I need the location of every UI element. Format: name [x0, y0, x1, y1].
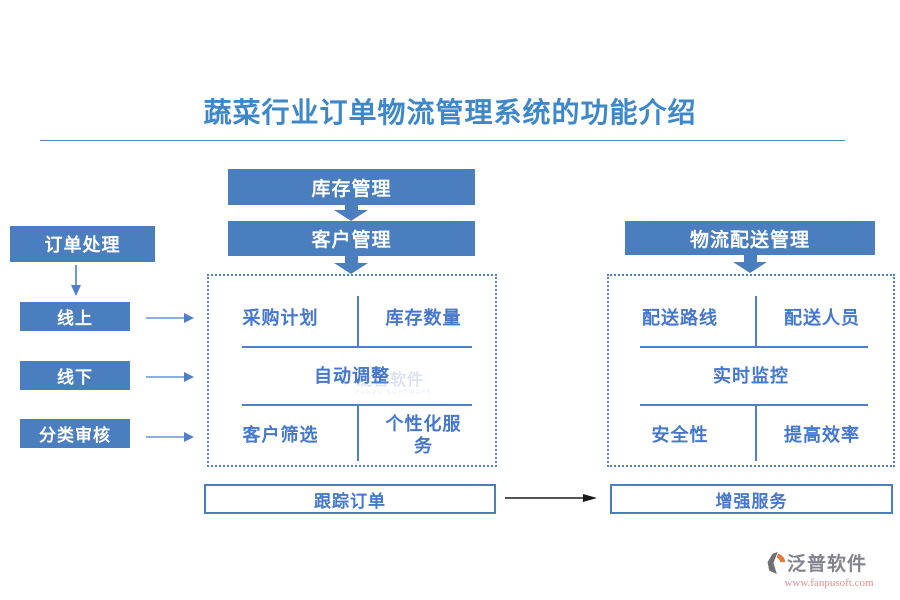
divider [640, 346, 868, 348]
down-block-arrow-icon [733, 255, 767, 273]
page-title: 蔬菜行业订单物流管理系统的功能介绍 [203, 97, 697, 128]
track-order-box: 跟踪订单 [204, 484, 496, 514]
brand-name: 泛普软件 [787, 554, 868, 575]
cell-delivery-route: 配送路线 [642, 307, 718, 328]
online-box: 线上 [20, 302, 130, 331]
title-underline [40, 140, 845, 141]
black-right-arrow-icon [505, 494, 597, 502]
right-arrow-icon [146, 313, 194, 323]
inventory-management-box: 库存管理 [228, 169, 475, 205]
classify-review-box: 分类审核 [20, 419, 130, 448]
down-arrow-icon [71, 265, 81, 296]
divider [242, 346, 472, 348]
right-arrow-icon [146, 432, 194, 442]
logistics-delivery-box: 物流配送管理 [625, 221, 875, 255]
order-processing-box: 订单处理 [10, 226, 155, 262]
divider [755, 406, 757, 461]
divider [357, 406, 359, 461]
right-arrow-icon [146, 372, 194, 382]
watermark-subtext: FANPU SOFTWARE [356, 390, 433, 396]
customer-management-box: 客户管理 [228, 221, 475, 256]
cell-auto-adjust: 自动调整 [314, 365, 390, 386]
divider [357, 296, 359, 346]
footer-brand: 泛普软件 www.fanpusoft.com [765, 549, 895, 589]
cell-safety: 安全性 [651, 424, 709, 445]
down-block-arrow-icon [334, 204, 368, 221]
delivery-detail-panel: 配送路线 配送人员 实时监控 安全性 提高效率 [607, 274, 895, 467]
fanpu-logo-icon [338, 369, 352, 385]
offline-box: 线下 [20, 361, 130, 390]
cell-customer-filter: 客户筛选 [242, 424, 319, 445]
cell-realtime-monitor: 实时监控 [713, 365, 789, 386]
divider [242, 404, 472, 406]
fanpu-logo-icon [767, 551, 786, 574]
cell-inventory-qty: 库存数量 [385, 307, 462, 328]
enhanced-service-box: 增强服务 [610, 484, 893, 514]
divider [755, 296, 757, 346]
brand-watermark: 泛普软件 FANPU SOFTWARE [337, 366, 432, 396]
inventory-detail-panel: 采购计划 库存数量 自动调整 客户筛选 个性化服务 泛普软件 FANPU SOF… [207, 274, 497, 467]
brand-url: www.fanpusoft.com [784, 577, 874, 589]
cell-personalized-service: 个性化服务 [385, 413, 462, 457]
cell-delivery-staff: 配送人员 [784, 307, 860, 328]
down-block-arrow-icon [334, 256, 368, 274]
watermark-text: 泛普软件 [356, 372, 425, 389]
cell-efficiency: 提高效率 [784, 424, 860, 445]
cell-purchase-plan: 采购计划 [242, 307, 319, 328]
divider [640, 404, 868, 406]
